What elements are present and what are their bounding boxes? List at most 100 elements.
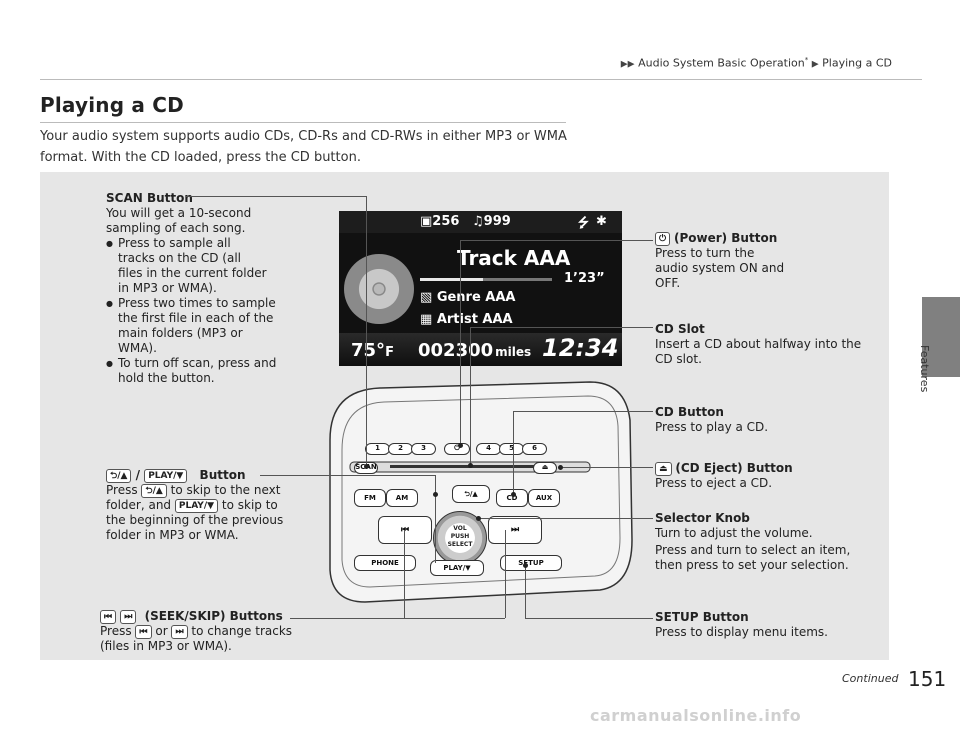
phone-button[interactable]: PHONE <box>354 555 416 571</box>
leader-line <box>513 411 653 412</box>
eject-button[interactable]: ⏏ <box>533 462 557 474</box>
knob-push-label: PUSH <box>450 533 470 540</box>
folder-sep: / <box>135 468 140 482</box>
leader-pin <box>511 492 516 497</box>
progress-fill <box>420 278 484 281</box>
preset-2-button[interactable]: 2 <box>388 443 413 455</box>
folder-text: Press <box>106 483 138 497</box>
artist-row: ▦ Artist AAA <box>420 312 513 327</box>
folder-play-key: PLAY/▼ <box>144 468 188 483</box>
preset-4-button[interactable]: 4 <box>476 443 501 455</box>
eject-icon: ⏏ <box>655 461 672 476</box>
leader-line <box>460 240 461 446</box>
leader-line <box>460 240 653 241</box>
genre-icon: ▧ <box>420 290 437 305</box>
seek-callout: ⏮ ⏭ (SEEK/SKIP) Buttons Press ⏮ or ⏭ to … <box>100 609 300 654</box>
seek-text: Press <box>100 624 132 638</box>
display-info-bar <box>339 333 622 366</box>
display-elapsed: 1’23” <box>564 271 605 286</box>
usb-icon: ⭍ <box>578 216 589 231</box>
leader-line <box>260 475 435 476</box>
breadcrumb-section: Audio System Basic Operation <box>638 56 805 70</box>
leader-line <box>366 196 367 466</box>
scan-bullet: Press to sample all tracks on the CD (al… <box>106 236 268 296</box>
slot-callout: CD Slot Insert a CD about halfway into t… <box>655 322 875 367</box>
setup-callout: SETUP Button Press to display menu items… <box>655 610 855 640</box>
folder-play-key: PLAY/▼ <box>174 498 219 513</box>
scan-title: SCAN Button <box>106 191 193 205</box>
aux-button[interactable]: AUX <box>528 489 560 507</box>
eject-title: (CD Eject) Button <box>675 461 793 475</box>
leader-pin <box>364 464 369 469</box>
scan-bullet: To turn off scan, press and hold the but… <box>106 356 288 386</box>
setup-text: Press to display menu items. <box>655 625 828 639</box>
knob-vol-label: VOL <box>453 525 467 532</box>
page-title: Playing a CD <box>40 93 184 117</box>
cd-button[interactable]: CD <box>496 489 528 507</box>
seek-prev-icon: ⏮ <box>100 609 117 624</box>
leader-pin <box>433 492 438 497</box>
display-track: Track AAA <box>457 246 571 270</box>
continued-label: Continued <box>842 672 899 685</box>
seek-next-button[interactable]: ⏭ <box>488 516 542 544</box>
leader-line <box>513 411 514 494</box>
genre-row: ▧ Genre AAA <box>420 290 516 305</box>
preset-3-button[interactable]: 3 <box>411 443 436 455</box>
leader-line <box>470 327 653 328</box>
leader-pin <box>468 463 473 468</box>
folder-up-button[interactable]: ⮌/▲ <box>452 485 490 503</box>
artist-icon: ▦ <box>420 312 437 327</box>
eject-callout: ⏏ (CD Eject) Button Press to eject a CD. <box>655 461 855 491</box>
preset-6-button[interactable]: 6 <box>522 443 547 455</box>
preset-5-button[interactable]: 5 <box>499 443 524 455</box>
scan-callout: SCAN Button You will get a 10-second sam… <box>106 191 286 386</box>
display-temp: 75°F <box>351 340 394 361</box>
leader-pin <box>558 465 563 470</box>
folder-title: Button <box>199 468 246 482</box>
am-button[interactable]: AM <box>386 489 418 507</box>
seek-prev-button[interactable]: ⏮ <box>378 516 432 544</box>
power-callout: ⏻ (Power) Button Press to turn the audio… <box>655 231 825 291</box>
power-icon: ⏻ <box>655 231 671 246</box>
preset-1-button[interactable]: 1 <box>365 443 390 455</box>
section-label: Features <box>918 345 943 392</box>
bluetooth-icon: ✱ <box>596 214 607 229</box>
leader-line <box>435 475 436 563</box>
intro-text: Your audio system supports audio CDs, CD… <box>40 129 567 165</box>
cd-disc-icon <box>344 254 414 324</box>
seek-text: to change tracks (files in MP3 or WMA). <box>100 624 293 653</box>
knob-callout: Selector Knob Turn to adjust the volume.… <box>655 511 855 573</box>
title-rule <box>40 122 566 123</box>
track-count: ♫999 <box>472 214 511 229</box>
seek-next-icon: ⏭ <box>171 624 188 639</box>
setup-title: SETUP Button <box>655 610 749 624</box>
knob-title: Selector Knob <box>655 511 750 525</box>
slot-title: CD Slot <box>655 322 705 336</box>
folder-text: to skip to the beginning of the previous… <box>106 498 284 542</box>
scan-text: You will get a 10-second sampling of eac… <box>106 206 252 235</box>
knob-select-label: SELECT <box>447 541 473 548</box>
breadcrumb-arrow-icon: ▶ <box>811 59 819 70</box>
leader-pin <box>476 516 481 521</box>
display-status-bar <box>339 211 622 233</box>
seek-text: or <box>155 624 168 638</box>
cd-text: Press to play a CD. <box>655 420 769 434</box>
cd-callout: CD Button Press to play a CD. <box>655 405 855 435</box>
setup-button[interactable]: SETUP <box>500 555 562 571</box>
fm-button[interactable]: FM <box>354 489 386 507</box>
leader-line <box>505 530 506 618</box>
power-button[interactable]: ⏻ <box>444 443 470 455</box>
breadcrumb-arrow-icon: ▶▶ <box>620 59 635 70</box>
section-tab <box>922 297 960 377</box>
knob-text: Press and turn to select an item, then p… <box>655 543 851 572</box>
watermark: carmanualsonline.info <box>590 706 802 725</box>
power-text: Press to turn the audio system ON and OF… <box>655 246 785 290</box>
seek-title: (SEEK/SKIP) Buttons <box>144 609 283 623</box>
play-button[interactable]: PLAY/▼ <box>430 560 484 576</box>
folder-callout: ⮌/▲ / PLAY/▼ Button Press ⮌/▲ to skip to… <box>106 468 296 543</box>
display-clock: 12:34 <box>542 334 619 362</box>
power-title: (Power) Button <box>673 231 778 245</box>
leader-line <box>525 565 526 618</box>
breadcrumb-page: Playing a CD <box>822 56 892 70</box>
